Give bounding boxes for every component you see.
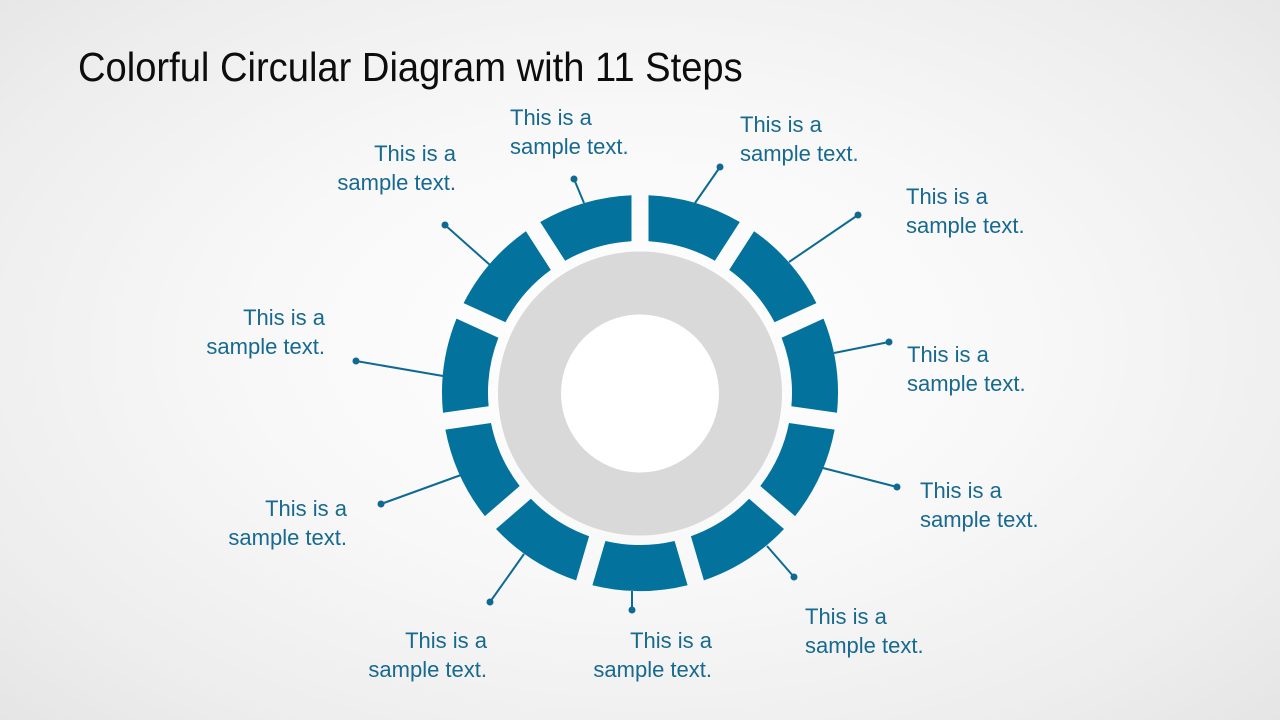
step-label-9: This is a sample text. [206,303,325,361]
ring-segment-4 [760,423,835,517]
step-label-line2: sample text. [337,170,456,195]
ring-segment-5 [690,498,784,581]
connector-2 [788,211,862,263]
step-label-line2: sample text. [906,213,1025,238]
step-label-line1: This is a [405,628,487,653]
connector-6 [628,591,636,614]
step-label-line2: sample text. [907,371,1026,396]
connector-1 [694,163,724,204]
step-label-line2: sample text. [740,141,859,166]
step-label-8: This is a sample text. [228,494,347,552]
ring-segment-10 [463,231,551,323]
step-label-line2: sample text. [805,633,924,658]
step-label-6: This is a sample text. [593,626,712,684]
step-label-5: This is a sample text. [805,602,924,660]
connector-4 [822,467,901,491]
ring-segment-6 [592,541,688,592]
step-label-line1: This is a [907,342,989,367]
step-label-line1: This is a [243,305,325,330]
step-label-line1: This is a [920,478,1002,503]
ring-segment-2 [729,231,817,323]
step-label-line2: sample text. [593,657,712,682]
ring-segments [442,195,838,592]
step-label-7: This is a sample text. [368,626,487,684]
connector-5 [766,545,798,581]
step-label-line1: This is a [906,184,988,209]
ring-segment-9 [442,318,499,413]
connector-8 [377,474,462,508]
step-label-line1: This is a [510,105,592,130]
ring-segment-8 [445,423,520,517]
step-label-line1: This is a [374,141,456,166]
step-label-line2: sample text. [206,334,325,359]
connector-7 [486,553,525,606]
step-label-1: This is a sample text. [740,110,859,168]
ring-segment-11 [540,195,632,261]
step-label-line2: sample text. [510,134,629,159]
connector-9 [352,357,444,377]
step-label-11: This is a sample text. [510,103,629,161]
step-label-line1: This is a [805,604,887,629]
step-label-3: This is a sample text. [907,340,1026,398]
connector-10 [441,221,491,266]
ring-segment-3 [781,318,838,413]
center-circle [561,314,719,473]
ring-segment-1 [648,195,740,261]
step-label-2: This is a sample text. [906,182,1025,240]
step-label-10: This is a sample text. [337,139,456,197]
step-label-line1: This is a [740,112,822,137]
step-label-4: This is a sample text. [920,476,1039,534]
connector-11 [570,175,585,204]
step-label-line2: sample text. [368,657,487,682]
step-label-line2: sample text. [920,507,1039,532]
connectors [352,163,901,614]
ring-segment-7 [496,498,590,581]
slide-title: Colorful Circular Diagram with 11 Steps [78,44,743,90]
step-label-line2: sample text. [228,525,347,550]
step-label-line1: This is a [265,496,347,521]
step-label-line1: This is a [630,628,712,653]
connector-3 [833,338,893,354]
